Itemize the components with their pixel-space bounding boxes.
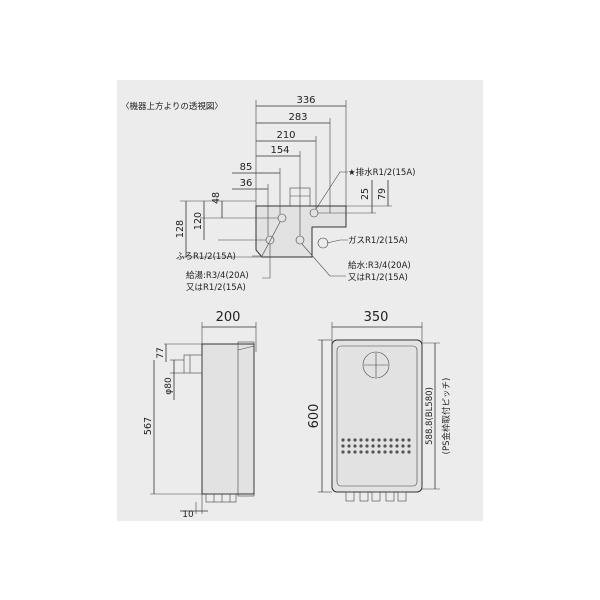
dim-85: 85 [240, 162, 253, 173]
grille-dot [365, 444, 369, 448]
dim-48: 48 [211, 192, 222, 204]
grille-dot [395, 450, 399, 454]
diagram-panel [117, 80, 483, 521]
grille-dot [347, 444, 351, 448]
grille-dot [395, 444, 399, 448]
intake-grille-icon [341, 438, 411, 454]
grille-dot [389, 450, 393, 454]
grille-dot [341, 444, 345, 448]
dim-25: 25 [360, 188, 371, 200]
grille-dot [383, 444, 387, 448]
gas-label: ガスR1/2(15A) [348, 235, 408, 246]
grille-dot [353, 438, 357, 442]
dim-128: 128 [175, 220, 186, 238]
front-width-label: 350 [364, 310, 389, 325]
grille-dot [353, 450, 357, 454]
grille-dot [353, 444, 357, 448]
grille-dot [365, 450, 369, 454]
grille-dot [377, 438, 381, 442]
grille-dot [401, 450, 405, 454]
front-panel [336, 345, 418, 487]
top-view: 〈機器上方よりの透視図〉 336 283 210 154 85 36 [121, 95, 415, 293]
side-duct-diameter: φ80 [164, 377, 174, 395]
drain-label: ★排水R1/2(15A) [348, 167, 415, 178]
water-label-2: 又はR1/2(15A) [348, 273, 408, 283]
side-dim-567: 567 [143, 417, 154, 435]
dim-210: 210 [276, 130, 295, 141]
grille-dot [389, 444, 393, 448]
grille-dot [407, 438, 411, 442]
grille-dot [371, 450, 375, 454]
grille-dot [401, 438, 405, 442]
grille-dot [377, 450, 381, 454]
hot-water-label-2: 又はR1/2(15A) [186, 283, 246, 293]
side-dim-10: 10 [182, 510, 194, 520]
side-view: 200 77 φ80 567 10 [143, 310, 257, 520]
grille-dot [359, 450, 363, 454]
front-bottom-fittings [345, 491, 407, 502]
grille-dot [347, 450, 351, 454]
side-unit-body [201, 343, 255, 495]
hot-water-label-1: 給湯:R3/4(20A) [186, 270, 249, 281]
grille-dot [341, 438, 345, 442]
dim-79: 79 [377, 188, 388, 200]
grille-dot [407, 450, 411, 454]
dim-120: 120 [193, 212, 204, 230]
grille-dot [371, 444, 375, 448]
exhaust-vent-icon [362, 351, 390, 379]
pitch-label-1: 588.8(BL580) [425, 387, 435, 445]
grille-dot [401, 444, 405, 448]
dim-336: 336 [296, 95, 315, 106]
grille-dot [389, 438, 393, 442]
grille-dot [341, 450, 345, 454]
grille-dot [359, 438, 363, 442]
grille-dot [365, 438, 369, 442]
grille-dot [377, 444, 381, 448]
top-view-unit-outline [255, 205, 347, 258]
grille-dot [371, 438, 375, 442]
grille-dot [359, 444, 363, 448]
side-mount-bracket [237, 341, 255, 497]
dim-154: 154 [270, 145, 289, 156]
dim-283: 283 [288, 112, 307, 123]
front-height-label: 600 [307, 404, 322, 429]
side-bottom-fittings [205, 493, 237, 503]
water-label-1: 給水:R3/4(20A) [348, 260, 411, 271]
top-view-title: 〈機器上方よりの透視図〉 [121, 101, 223, 112]
grille-dot [347, 438, 351, 442]
dim-36: 36 [240, 178, 253, 189]
side-dim-77: 77 [156, 347, 166, 358]
grille-dot [395, 438, 399, 442]
front-unit-body [331, 339, 423, 493]
side-depth-label: 200 [216, 310, 241, 325]
grille-dot [383, 438, 387, 442]
grille-dot [407, 444, 411, 448]
side-flue-duct [183, 354, 203, 374]
front-view: 350 600 588.8(BL580) (PS金枠取付ピッチ) [307, 310, 452, 502]
pitch-label-2: (PS金枠取付ピッチ) [441, 378, 452, 455]
grille-dot [383, 450, 387, 454]
bath-label: ふろR1/2(15A) [176, 252, 236, 262]
